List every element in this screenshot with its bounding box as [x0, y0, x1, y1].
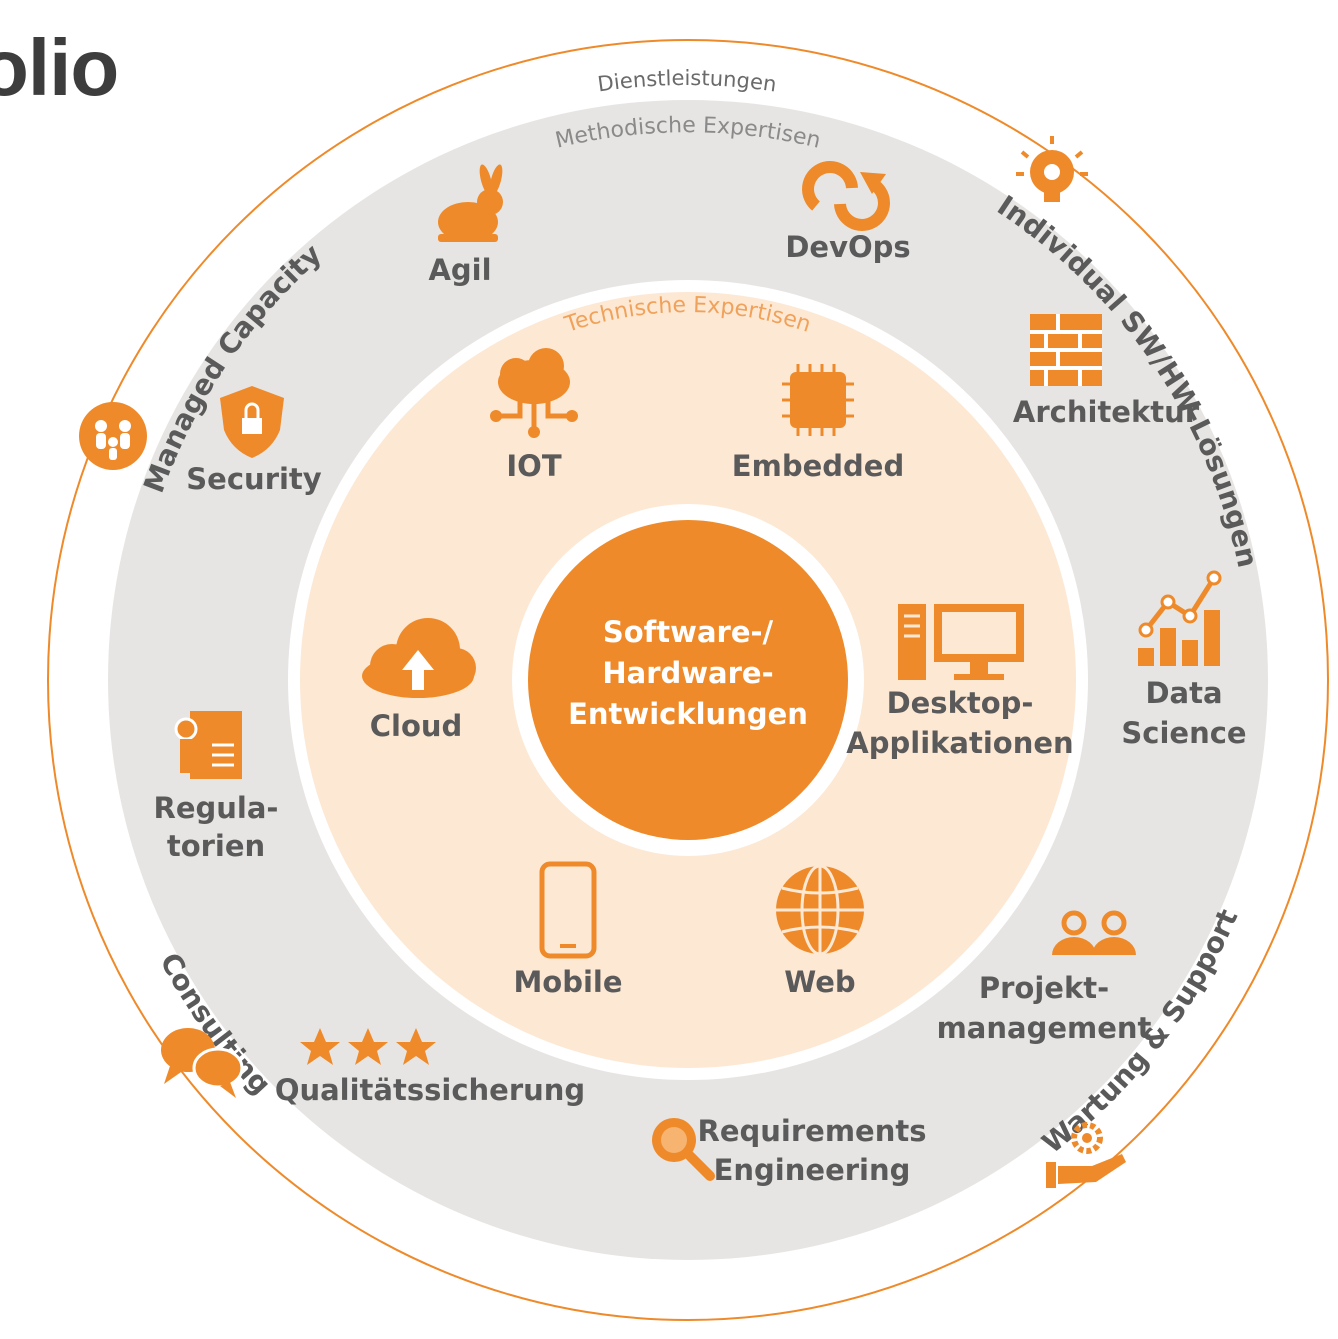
chip-icon: [782, 364, 854, 436]
certificate-icon: [174, 711, 242, 779]
tech-iot: IOT: [506, 449, 561, 483]
method-agil: Agil: [428, 253, 491, 287]
cloud-upload-icon: [362, 618, 476, 698]
tech-embedded: Embedded: [732, 449, 904, 483]
method-architektur: Architektur: [1013, 395, 1200, 429]
tech-desktop-line1: Desktop-: [887, 686, 1034, 720]
method-devops: DevOps: [785, 230, 910, 264]
globe-icon: [776, 864, 864, 956]
bar-chart-icon: [1138, 570, 1222, 666]
team-globe-icon: [79, 402, 147, 470]
rabbit-icon: [438, 164, 503, 242]
tech-mobile: Mobile: [513, 965, 622, 999]
center-circle: [528, 520, 848, 840]
hand-gear-icon: [1046, 1122, 1126, 1188]
magnifier-icon: [652, 1118, 715, 1181]
cloud-network-icon: [490, 348, 578, 438]
lightbulb-gear-icon: [1016, 136, 1088, 202]
method-regulatorien-line2: torien: [167, 829, 265, 863]
page-title: olio: [0, 23, 119, 112]
center-line3: Entwicklungen: [568, 697, 808, 731]
smartphone-icon: [539, 861, 597, 959]
shield-lock-icon: [220, 386, 284, 458]
people-icon: [1052, 910, 1136, 955]
method-projekt-line1: Projekt-: [979, 971, 1109, 1005]
tech-desktop-line2: Applikationen: [846, 726, 1073, 760]
method-qualitaet: Qualitätssicherung: [275, 1073, 585, 1107]
desktop-icon: [898, 604, 1024, 680]
chat-bubbles-icon: [161, 1028, 244, 1098]
tech-cloud: Cloud: [370, 709, 463, 743]
method-data-science-line2: Science: [1121, 716, 1246, 750]
method-data-science-line1: Data: [1145, 676, 1222, 710]
stars-icon: [300, 1028, 436, 1065]
cycle-icon: [802, 161, 890, 231]
brick-wall-icon: [1030, 314, 1102, 386]
center-line2: Hardware-: [602, 656, 773, 690]
method-requirements-line1: Requirements: [698, 1114, 927, 1148]
center-line1: Software-/: [603, 615, 774, 649]
method-requirements-line2: Engineering: [714, 1153, 911, 1187]
method-regulatorien-line1: Regula-: [154, 791, 279, 825]
method-security: Security: [186, 462, 321, 496]
tech-web: Web: [784, 965, 855, 999]
method-projekt-line2: management: [937, 1011, 1152, 1045]
